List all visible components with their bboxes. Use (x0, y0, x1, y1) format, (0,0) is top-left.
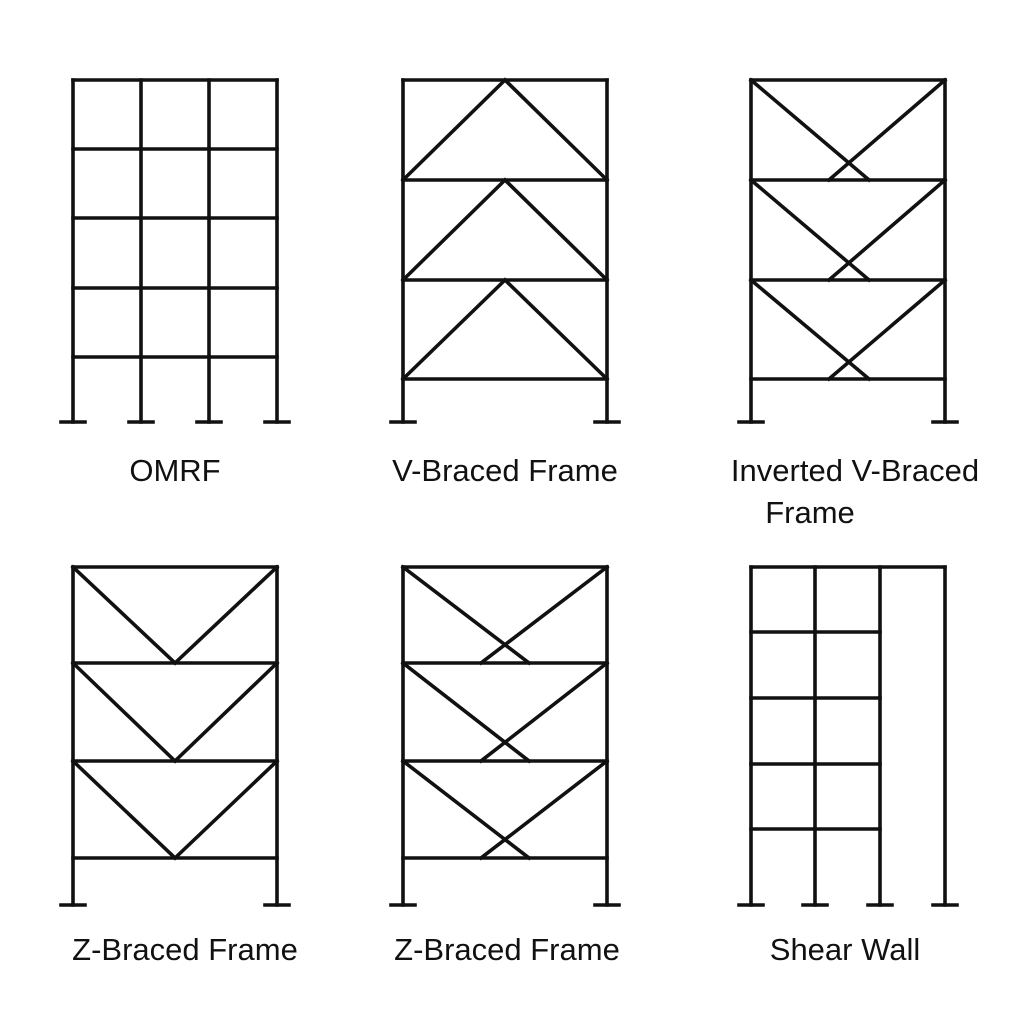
omrf-frame (59, 78, 291, 424)
inverted-v-braced-frame-label-line1: Inverted V-Braced (730, 453, 980, 488)
omrf-label: OMRF (129, 453, 221, 488)
inverted-v-braced-frame (737, 77, 959, 424)
shear-wall-frame (737, 565, 959, 907)
z-braced-frame-2 (389, 564, 621, 907)
inverted-v-braced-frame-label-line2: Frame (765, 495, 855, 530)
z-braced-frame-label-2: Z-Braced Frame (394, 932, 620, 967)
z-braced-frame-1 (59, 564, 291, 907)
v-braced-frame (389, 77, 621, 424)
z-braced-frame-label-1: Z-Braced Frame (72, 932, 298, 967)
shear-wall-label: Shear Wall (769, 932, 921, 967)
v-braced-frame-label: V-Braced Frame (392, 453, 618, 488)
